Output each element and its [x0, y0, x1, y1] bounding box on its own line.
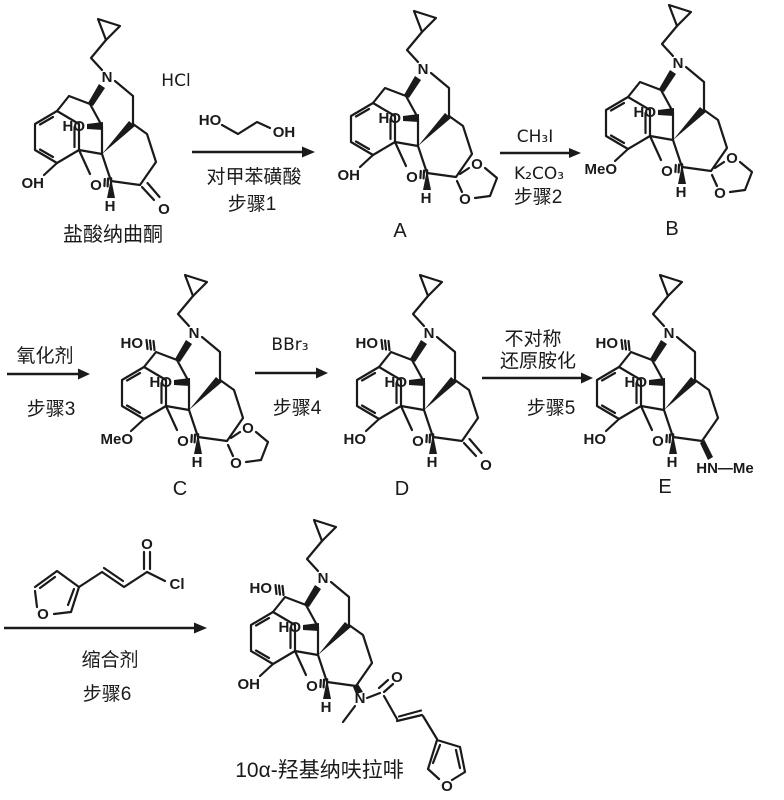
step6-arrow-head: [194, 622, 207, 634]
step6-reagent-below: 缩合剂: [81, 649, 138, 671]
glycol-ho-label: HO: [199, 112, 222, 129]
structure-e: HO HN—Me: [584, 273, 754, 477]
reagent-furan-double-bonds: [38, 575, 76, 607]
step2-reagent-below: K₂CO₃: [514, 164, 564, 184]
phenol-label: OH: [338, 167, 361, 184]
phenol-label: OH: [238, 676, 261, 693]
ketal-use: [710, 148, 754, 204]
structure-d: HO: [344, 273, 494, 476]
step5-arrow-head: [581, 372, 593, 384]
compound-letter-a: A: [393, 220, 407, 242]
compound-name-naltrexone: 盐酸纳曲酮: [63, 224, 163, 246]
step4-arrow-group: BBr₃ 步骤4: [255, 335, 328, 419]
step1-arrow-group: HO OH 对甲苯磺酸 步骤1: [192, 112, 315, 215]
compound-letter-b: B: [665, 218, 679, 240]
phenol-label: MeO: [100, 431, 133, 448]
step3-label: 步骤3: [27, 398, 76, 420]
phenol-label: OH: [22, 175, 45, 192]
phenol-label: MeO: [584, 161, 617, 178]
vinyl-furan-bond: [421, 714, 439, 741]
n-carbonyl-bond: [365, 691, 382, 700]
product-furan-ring: [426, 738, 467, 782]
step6-arrow-group: O O Cl 缩合剂 步骤6: [4, 536, 207, 705]
step5-arrow-group: 不对称 还原胺化 步骤5: [482, 328, 593, 419]
step3-arrow-head: [78, 368, 90, 380]
step2-reagent-above: CH₃I: [517, 127, 553, 147]
step2-arrow-group: CH₃I K₂CO₃ 步骤2: [500, 127, 581, 208]
carbonyl-o-label: O: [141, 536, 153, 553]
amide-o-label: O: [391, 669, 403, 686]
acryloyl-chain-bonds: [77, 570, 149, 589]
structure-product: OH N O O: [238, 518, 467, 795]
step4-reagent-above: BBr₃: [271, 335, 308, 355]
step3-arrow-group: 氧化剂 步骤3: [7, 345, 90, 420]
step4-arrow-head: [316, 367, 328, 379]
wedge-c6-nhme: [700, 440, 713, 460]
amide-n-label: N: [355, 690, 366, 707]
c10oh-use: [354, 333, 391, 354]
cl-label: Cl: [170, 576, 185, 593]
core-use: [355, 273, 480, 473]
ethylene-glycol-structure: HO OH: [199, 112, 296, 141]
compound-letter-d: D: [394, 478, 410, 500]
carbonyl-vinyl-bond: [382, 694, 399, 721]
reagent-furan-o-label: O: [37, 606, 49, 623]
step6-label: 步骤6: [83, 683, 132, 705]
step2-label: 步骤2: [514, 186, 563, 208]
ketal-use: [455, 154, 499, 210]
core-use: [120, 273, 245, 473]
step5-label: 步骤5: [527, 397, 576, 419]
core-use: [604, 3, 729, 203]
ketone-use: [140, 181, 172, 220]
phenol-label: HO: [584, 431, 607, 448]
glycol-oh-label: OH: [273, 124, 296, 141]
step3-reagent-above: 氧化剂: [16, 345, 73, 367]
vinyl-double-bond: [395, 709, 424, 723]
structure-c: MeO: [100, 273, 270, 474]
ketal-use: [226, 418, 270, 474]
amide-carbonyl-double-bond: [377, 678, 395, 694]
vinyl-double-bond: [102, 566, 125, 583]
amide-side-chain: N O O: [341, 669, 467, 795]
product-furan-double-bonds: [431, 743, 462, 770]
compound-letter-e: E: [658, 476, 672, 498]
step1-label: 步骤1: [228, 193, 277, 215]
glycol-bonds: [220, 120, 272, 136]
c10oh-use: [594, 333, 631, 354]
core-use: [349, 9, 474, 209]
step5-reagent-above-2: 还原胺化: [500, 350, 576, 372]
step4-label: 步骤4: [273, 397, 322, 419]
product-furan-o-label: O: [441, 778, 453, 795]
compound-letter-c: C: [172, 478, 188, 500]
compound-name-product: 10α-羟基纳呋拉啡: [235, 759, 404, 782]
structure-naltrexone-hcl: OH HCl: [22, 17, 191, 220]
c-cl-bond: [145, 570, 167, 583]
nhme-label: HN—Me: [696, 460, 754, 477]
step1-arrow-head: [302, 146, 315, 158]
n-methyl-bond: [341, 704, 357, 724]
ketone-use: [462, 437, 494, 476]
hcl-salt-label: HCl: [161, 71, 190, 91]
step1-reagent-text: 对甲苯磺酸: [206, 166, 301, 188]
c10oh-use: [119, 333, 156, 354]
core-use: [595, 273, 720, 473]
wedge-c6-namide: [353, 684, 363, 694]
c10oh-use: [248, 578, 285, 599]
step5-reagent-above-1: 不对称: [504, 328, 561, 350]
core-use: [33, 17, 158, 217]
furyl-acryloyl-chloride-structure: O O Cl: [33, 536, 185, 623]
phenol-label: HO: [344, 431, 367, 448]
carbonyl-double-bond: [142, 550, 152, 571]
structure-b: MeO: [584, 3, 754, 204]
step2-arrow-head: [569, 148, 581, 158]
structure-a: OH: [338, 9, 499, 210]
